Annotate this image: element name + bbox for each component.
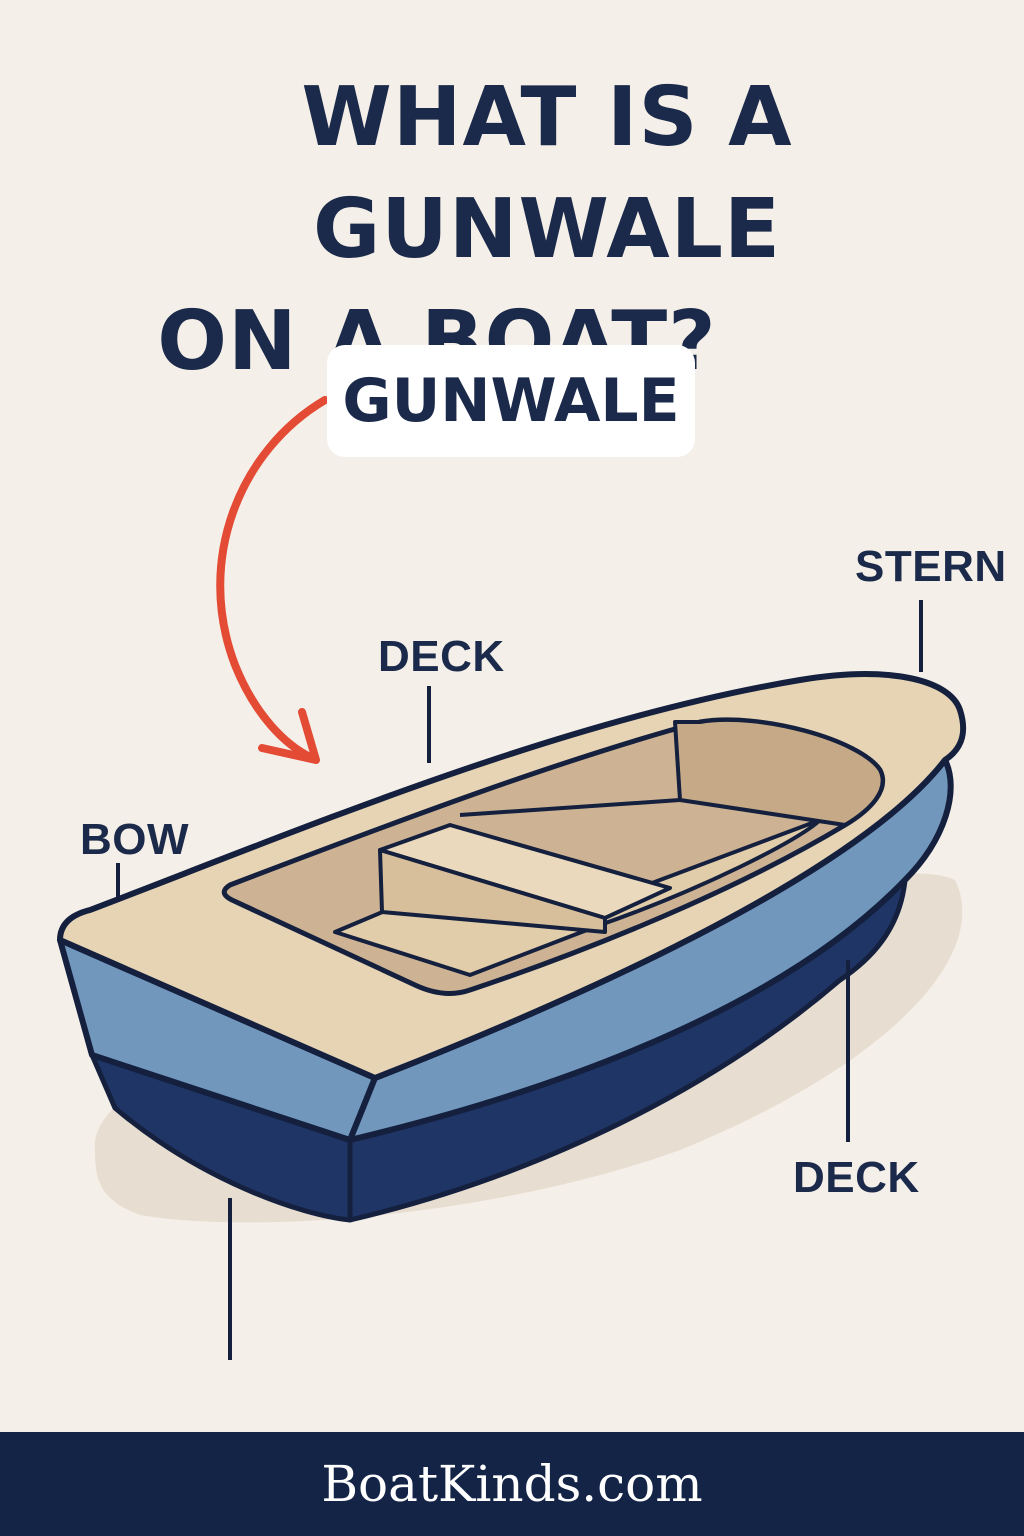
stern-label: STERN (855, 542, 1007, 591)
deck-label-bottom: DECK (793, 1153, 920, 1202)
hull-bottom (89, 1052, 353, 1223)
cockpit-back-wall (673, 717, 885, 827)
cockpit-side-line (459, 798, 681, 817)
footer-bar: BoatKinds.com (0, 1432, 1024, 1536)
gunwale-callout: GUNWALE (327, 345, 695, 457)
bow-label: BOW (80, 815, 190, 864)
gunwale-arrowhead (258, 708, 320, 764)
deck-label-top: DECK (378, 632, 505, 681)
bench-seat-front (378, 848, 607, 934)
gunwale-arrow (216, 396, 329, 762)
title-line-1: WHAT IS A GUNWALE (301, 70, 793, 277)
footer-brand[interactable]: BoatKinds.com (321, 1455, 703, 1513)
